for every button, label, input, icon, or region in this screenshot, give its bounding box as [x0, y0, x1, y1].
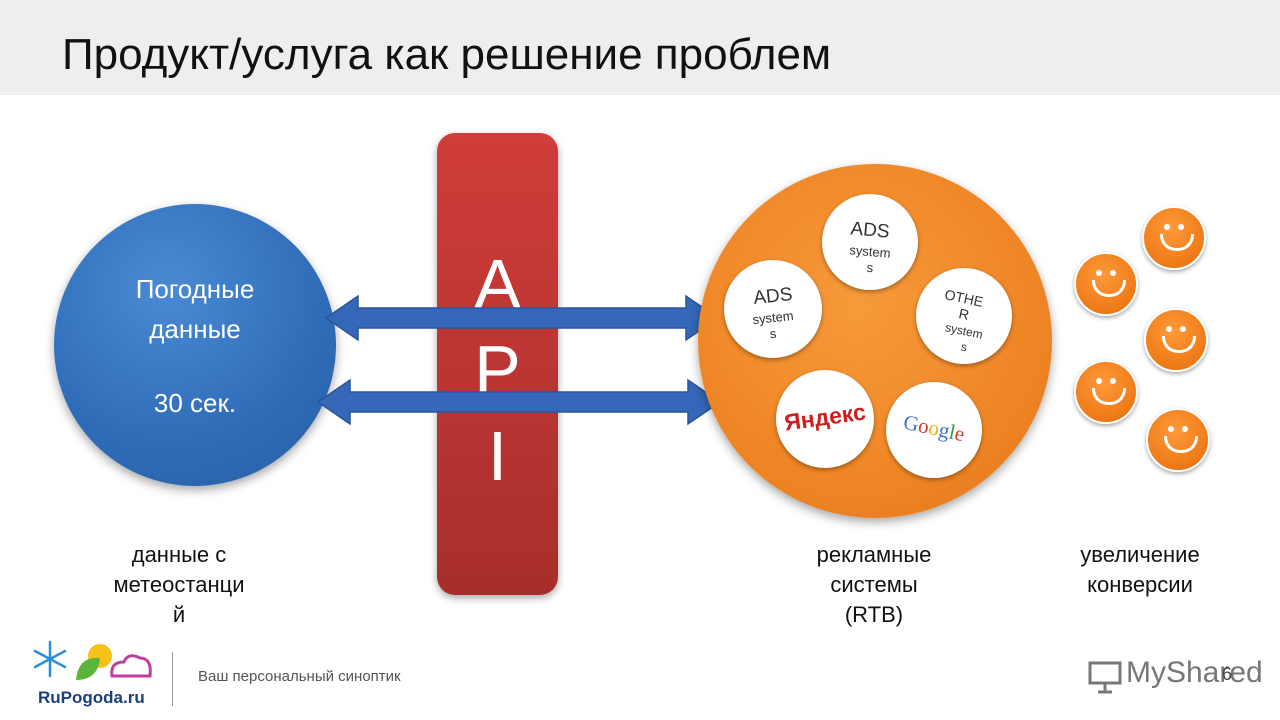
ad-systems-circle: ADS system s ADS system s OTHE R system … — [698, 164, 1052, 518]
snowflake-icon — [33, 640, 67, 678]
title-bar — [0, 0, 1280, 95]
yandex-logo: Яндекс — [776, 370, 874, 468]
api-bar: A P I — [437, 133, 558, 595]
rupogoda-logo — [33, 640, 152, 680]
smiley-icon — [1146, 408, 1210, 472]
caption-left-line2: метеостанци — [113, 572, 245, 597]
weather-circle-interval: 30 сек. — [153, 388, 237, 418]
caption-middle-line2: системы — [830, 572, 918, 597]
caption-middle-line3: (RTB) — [844, 602, 904, 627]
logo-name: RuPogoda.ru — [38, 688, 145, 707]
caption-left-line1: данные с — [131, 542, 227, 567]
caption-weather-stations: данные с метеостанци й — [84, 540, 274, 630]
double-arrow-icon — [316, 378, 722, 426]
smiley-icon — [1074, 252, 1138, 316]
weather-circle-line2: данные — [149, 314, 241, 344]
google-logo: Google — [886, 382, 982, 478]
caption-right-line1: увеличение — [1080, 542, 1200, 567]
slide-title: Продукт/услуга как решение проблем — [62, 30, 832, 79]
weather-circle-line1: Погодные — [135, 274, 255, 304]
footer-tagline: Ваш персональный синоптик — [198, 668, 401, 685]
caption-right-line2: конверсии — [1087, 572, 1193, 597]
yandex-label: Яндекс — [782, 398, 868, 436]
cloud-icon — [110, 654, 152, 678]
google-label: Google — [884, 406, 983, 450]
ads-system-top: ADS system s — [822, 194, 918, 290]
smiley-icon — [1142, 206, 1206, 270]
double-arrows — [316, 294, 722, 426]
weather-data-circle: Погодные данные 30 сек. — [54, 204, 336, 486]
double-arrow-icon — [324, 294, 720, 342]
caption-middle-line1: рекламные — [816, 542, 932, 567]
caption-left-line3: й — [172, 602, 186, 627]
page-number: 6 — [1222, 664, 1233, 684]
api-letter-i: I — [487, 417, 508, 495]
smiley-icon — [1074, 360, 1138, 424]
caption-conversion: увеличение конверсии — [1040, 540, 1240, 600]
other-system: OTHE R system s — [916, 268, 1012, 364]
caption-ad-systems: рекламные системы (RTB) — [774, 540, 974, 630]
smiley-icon — [1144, 308, 1208, 372]
myshared-watermark: MyShared — [1126, 656, 1263, 689]
ads-system-left: ADS system s — [724, 260, 822, 358]
footer-divider — [172, 652, 173, 706]
leaf-icon — [76, 657, 100, 680]
presentation-board-icon — [1088, 661, 1122, 694]
